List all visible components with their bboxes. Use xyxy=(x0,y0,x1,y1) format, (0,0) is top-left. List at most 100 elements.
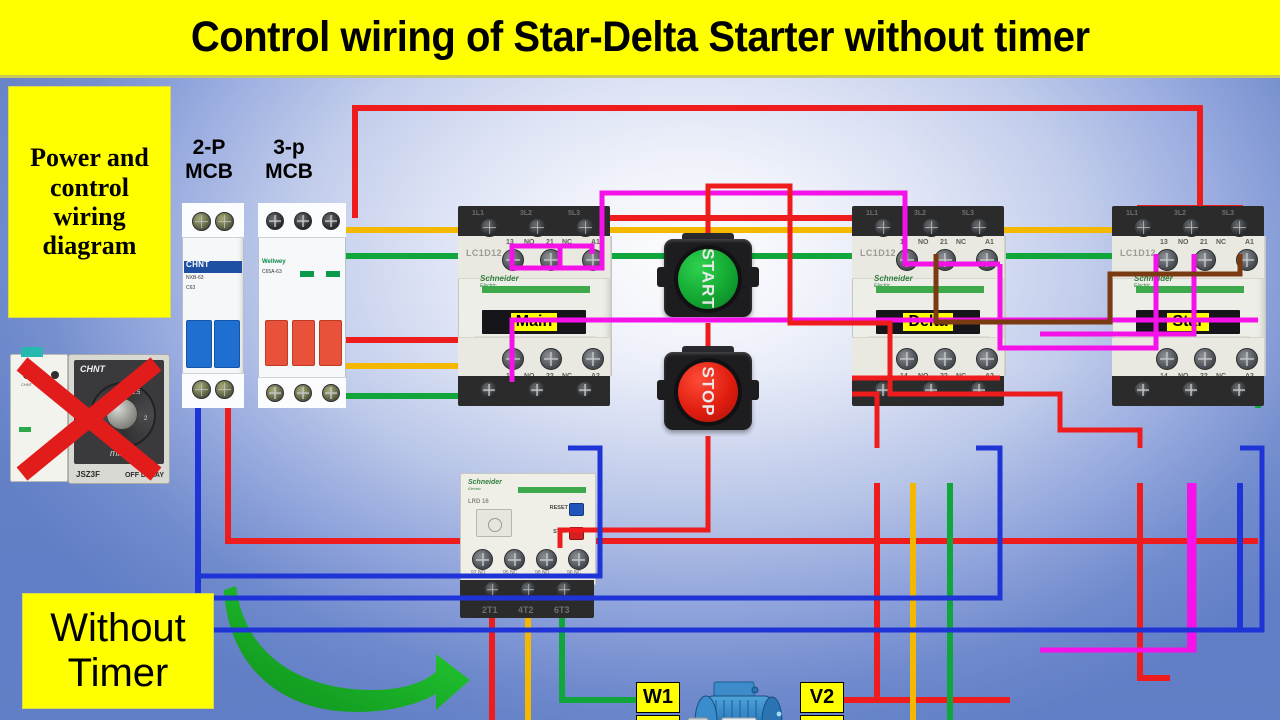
timer-devices-group: CHNT CHNT 0 1.5 2 min JSZ3F OFF DELAY xyxy=(4,347,172,486)
mcb-2p-lever-left[interactable] xyxy=(186,320,212,368)
contactor-main[interactable]: 1L1 3L2 5L3 LC1D12 13 NO 21 NC A1 Schnei… xyxy=(458,206,612,406)
wire-red-star-bot-1 xyxy=(1137,483,1170,681)
overload-aux-label-96: 96 NC xyxy=(567,570,582,576)
delta-power-screw-2 xyxy=(922,218,941,237)
main-aux-21: 21 xyxy=(546,239,554,246)
overload-current-dial[interactable] xyxy=(476,509,512,537)
main-aux-a1: A1 xyxy=(591,239,600,246)
jsz-scale-2: 2 xyxy=(144,416,148,422)
main-aux-screw-a2 xyxy=(582,348,604,370)
mcb-2p-bottom-terminal-2 xyxy=(215,380,234,399)
din-brand: CHNT xyxy=(21,382,33,387)
main-terminal-1l1: 1L1 xyxy=(472,210,485,217)
delta-aux-screw-13 xyxy=(896,249,918,271)
delta-aux-screw-a2 xyxy=(976,348,998,370)
star-aux-screw-14 xyxy=(1156,348,1178,370)
overload-stop-button[interactable] xyxy=(569,527,584,540)
jsz-scale-1: 1.5 xyxy=(132,390,141,396)
motor-terminal-v1: V1 xyxy=(636,715,680,720)
overload-out-screw-2 xyxy=(520,581,537,598)
delta-out-screw-1 xyxy=(874,381,892,399)
contactor-delta[interactable]: 1L1 3L2 5L3 LC1D12 13 NO 21 NC A1 Schnei… xyxy=(852,206,1006,406)
din-led xyxy=(19,427,31,432)
stop-ear-left xyxy=(657,380,670,400)
delta-name-label: Delta xyxy=(903,313,953,331)
main-nameplate: Main xyxy=(482,310,586,334)
star-terminal-3l2: 3L2 xyxy=(1174,210,1187,217)
overload-terminal-4t2: 4T2 xyxy=(518,605,534,615)
din-terminal-3 xyxy=(51,371,59,379)
overload-aux-label-95: 95 NC xyxy=(503,570,518,576)
motor-terminal-v2: V2 xyxy=(800,682,844,713)
jsz-brand: CHNT xyxy=(80,364,105,374)
delta-terminal-1l1: 1L1 xyxy=(866,210,879,217)
overload-terminal-2t1: 2T1 xyxy=(482,605,498,615)
main-aux-screw-13 xyxy=(502,249,524,271)
stop-push-button[interactable]: STOP xyxy=(657,346,759,436)
label-2p-mcb: 2-P MCB xyxy=(185,136,233,183)
three-phase-motor xyxy=(687,681,783,720)
main-aux-screw-21 xyxy=(540,249,562,271)
star-aux-screw-22 xyxy=(1194,348,1216,370)
star-aux-a1: A1 xyxy=(1245,239,1254,246)
overload-reset-button[interactable] xyxy=(569,503,584,516)
start-push-button[interactable]: START xyxy=(657,233,759,323)
star-green-bar xyxy=(1136,286,1244,293)
mcb-3p-bottom-terminal-2 xyxy=(294,384,312,402)
start-button-cap[interactable]: START xyxy=(678,249,738,309)
stop-button-label: STOP xyxy=(698,367,718,417)
mcb-3p-indicator-1 xyxy=(300,271,314,277)
overload-brand: Schneider Electric xyxy=(468,479,502,491)
star-terminal-5l3: 5L3 xyxy=(1222,210,1235,217)
star-aux-screw-a2 xyxy=(1236,348,1258,370)
star-terminal-1l1: 1L1 xyxy=(1126,210,1139,217)
mcb-2p-model: NXB-63 xyxy=(186,275,204,281)
overload-aux-label-98: 98 NO xyxy=(535,570,550,576)
mcb-3p-lever-2[interactable] xyxy=(292,320,315,366)
delta-power-screw-1 xyxy=(874,218,893,237)
main-aux-nc-top: NC xyxy=(562,239,573,246)
main-terminal-5l3: 5L3 xyxy=(568,210,581,217)
wire-red-top-rail xyxy=(352,105,1203,218)
delta-aux-screw-14 xyxy=(896,348,918,370)
mcb-3p-indicator-2 xyxy=(326,271,340,277)
info-callout-box: Power and control wiring diagram xyxy=(8,86,171,318)
star-aux-screw-21 xyxy=(1194,249,1216,271)
mcb-3-pole[interactable]: Wellwey C65A-63 xyxy=(258,203,346,408)
wire-red-stop-to-overload xyxy=(596,436,711,533)
delta-aux-13: 13 xyxy=(900,239,908,246)
motor-terminal-u2: U2 xyxy=(800,715,844,720)
delta-power-screw-3 xyxy=(970,218,989,237)
overload-out-screw-3 xyxy=(556,581,573,598)
main-power-screw-2 xyxy=(528,218,547,237)
star-aux-screw-a1 xyxy=(1236,249,1258,271)
mcb-2p-rating: C63 xyxy=(186,285,196,291)
stop-button-cap[interactable]: STOP xyxy=(678,362,738,422)
main-green-bar xyxy=(482,286,590,293)
cross-out-icon xyxy=(16,357,162,481)
delta-aux-screw-21 xyxy=(934,249,956,271)
contactor-star[interactable]: 1L1 3L2 5L3 LC1D12 13 NO 21 NC A1 Schnei… xyxy=(1112,206,1266,406)
overload-aux-label-97: 97 NO xyxy=(471,570,486,576)
star-aux-screw-13 xyxy=(1156,249,1178,271)
main-out-screw-2 xyxy=(528,381,546,399)
mcb-3p-top-terminal-3 xyxy=(322,212,340,230)
delta-green-bar xyxy=(876,286,984,293)
mcb-2p-lever-right[interactable] xyxy=(214,320,240,368)
mcb-3p-brand: Wellwey xyxy=(262,259,286,265)
overload-aux-screw-96 xyxy=(568,549,589,570)
wire-yellow-delta-bot-u2 xyxy=(910,483,916,720)
main-aux-screw-a1 xyxy=(582,249,604,271)
wire-yellow-top-rail xyxy=(302,227,1243,378)
overload-relay[interactable]: Schneider Electric LRD 16 RESET STOP 97 … xyxy=(460,473,596,618)
main-out-screw-3 xyxy=(576,381,594,399)
mcb-2-pole[interactable]: CHNT NXB-63 C63 xyxy=(182,203,244,408)
star-power-screw-3 xyxy=(1230,218,1249,237)
mcb-3p-lever-3[interactable] xyxy=(319,320,342,366)
mcb-3p-lever-1[interactable] xyxy=(265,320,288,366)
main-power-screw-1 xyxy=(480,218,499,237)
star-aux-no-top: NO xyxy=(1178,239,1189,246)
mcb-3p-bottom-terminal-1 xyxy=(266,384,284,402)
delta-terminal-5l3: 5L3 xyxy=(962,210,975,217)
